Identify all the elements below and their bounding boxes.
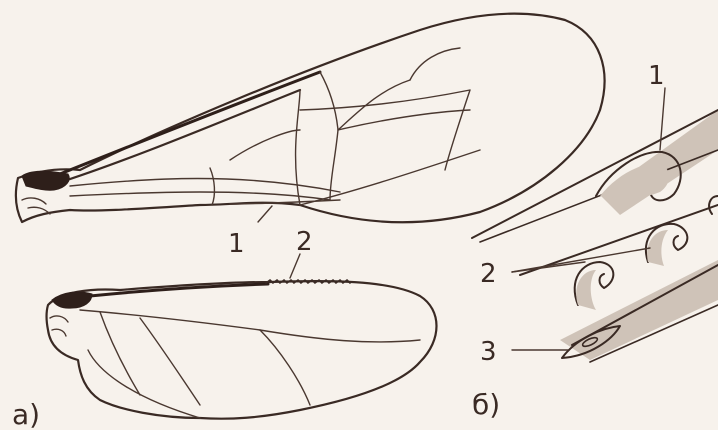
forewing (16, 14, 605, 223)
callout-a2: 2 (296, 227, 313, 257)
fold-inner-stipple (600, 164, 669, 199)
forewing-base-detail (22, 198, 50, 214)
forewing-vein-c (296, 90, 300, 205)
hindwing-vein-a (80, 310, 260, 330)
hamulus-hook-1-fill (576, 270, 596, 310)
forewing-vein-i (410, 48, 460, 80)
panel-b-label: б) (472, 388, 500, 421)
forewing-vein-h (230, 130, 300, 160)
hindwing-outline (47, 281, 437, 419)
leader-b2b (512, 248, 650, 272)
forewing-subcosta (55, 90, 300, 184)
coupling-detail (472, 110, 718, 362)
hindwing-vein-f (88, 350, 200, 418)
forewing-costa (50, 72, 320, 178)
leader-a2 (290, 254, 300, 278)
callout-b2: 2 (480, 259, 497, 289)
hindwing-vein-c (260, 330, 310, 405)
hindwing-face-detail (50, 316, 68, 336)
callout-a1: 1 (228, 229, 245, 259)
panel-a-label: а) (12, 398, 40, 430)
callout-b3: 3 (480, 337, 497, 367)
forewing-vein-e (330, 130, 338, 200)
forewing-vein-d (320, 72, 410, 130)
forewing-base (22, 171, 69, 190)
forewing-vein-j (300, 150, 480, 205)
forewing-vein-k (210, 168, 214, 205)
leader-b1 (660, 88, 665, 150)
hindwing-base (52, 292, 92, 308)
forewing-vein-a (70, 179, 340, 193)
forewing-vein-b (70, 192, 330, 200)
hindwing-vein-e (140, 318, 200, 405)
forewing-outline (16, 14, 605, 223)
hindwing-vein-b (260, 330, 420, 342)
leader-a1 (258, 206, 272, 222)
forewing-vein-f (300, 90, 470, 170)
hindwing (47, 280, 437, 419)
callout-b1: 1 (648, 61, 665, 91)
